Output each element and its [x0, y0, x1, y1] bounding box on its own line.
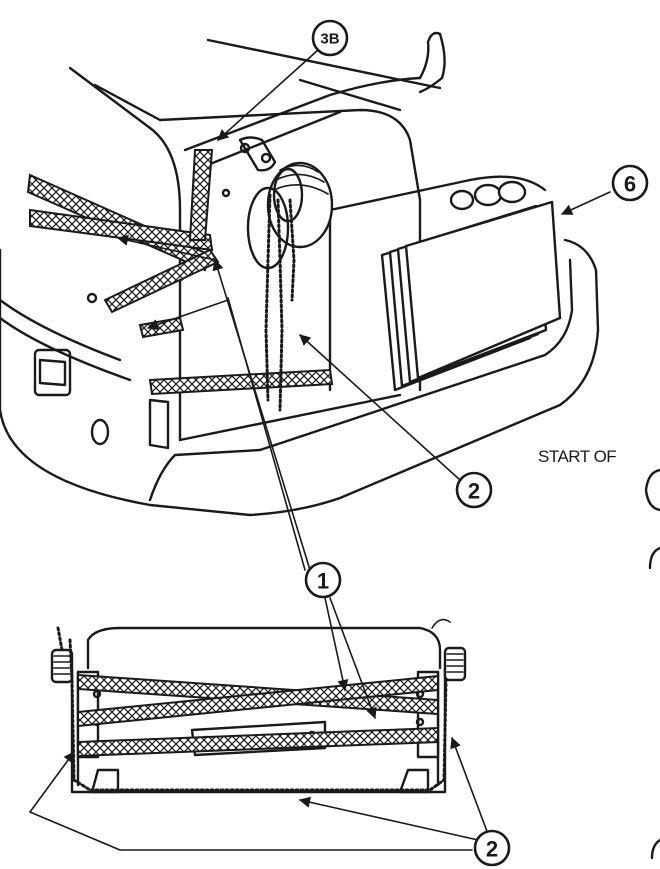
callout-6: 6: [611, 164, 649, 202]
callout-3b: 3B: [311, 19, 349, 57]
start-of-label: START OF: [538, 447, 616, 466]
svg-text:2: 2: [486, 837, 498, 862]
machine-in-case-illustration: [0, 31, 600, 517]
callout-2-lower: 2: [473, 829, 511, 867]
svg-text:2: 2: [468, 479, 480, 504]
callout-1: 1: [304, 561, 342, 599]
cropped-callouts-right-edge: [644, 468, 660, 860]
callout-2-upper: 2: [455, 471, 493, 509]
lower-leader-lines: [29, 597, 489, 851]
svg-text:1: 1: [317, 569, 329, 594]
ribbon-spool-assembly-illustration: [50, 618, 467, 794]
svg-text:3B: 3B: [320, 31, 339, 48]
svg-text:6: 6: [624, 172, 636, 197]
upper-leader-lines: [116, 49, 611, 571]
